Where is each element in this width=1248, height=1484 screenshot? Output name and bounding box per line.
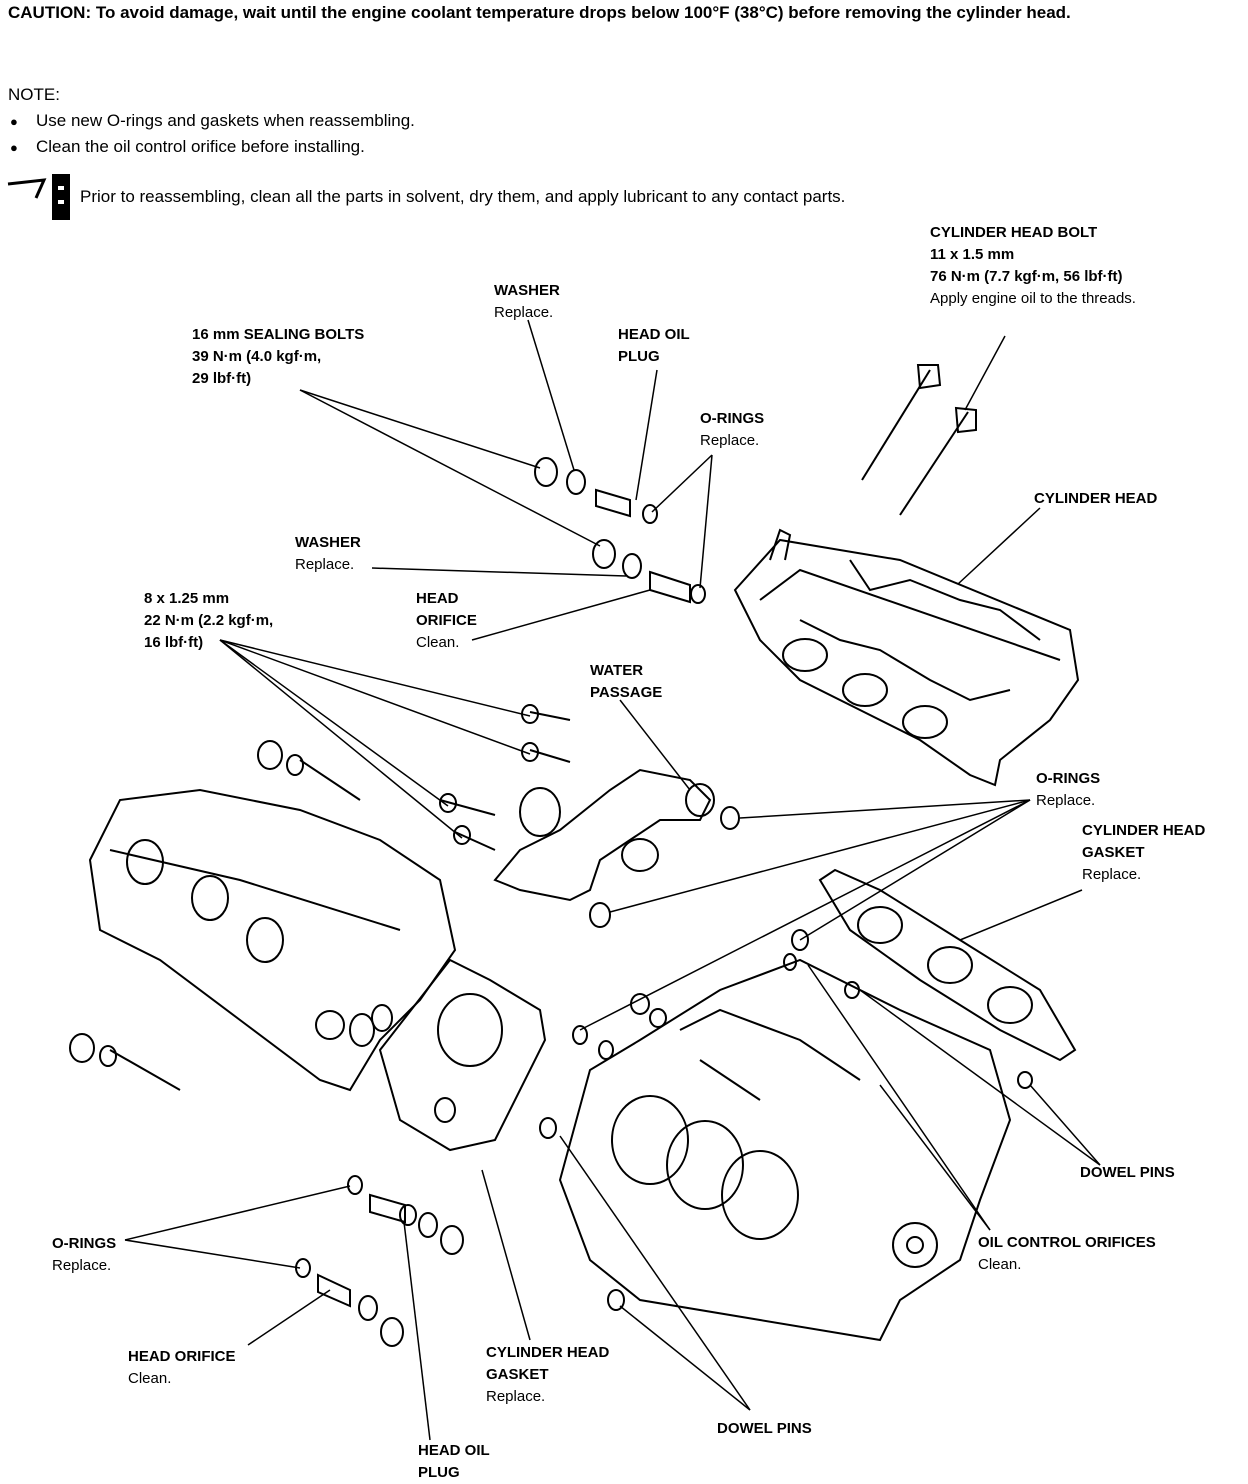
leader-lines (124, 319, 1101, 1441)
lubricant-icon (7, 174, 70, 220)
label-line: 8 x 1.25 mm (144, 590, 230, 607)
label-title: DOWEL PINS (1080, 1164, 1175, 1181)
label-washer-mid: WASHER Replace. (295, 532, 361, 576)
label-line: GASKET (1082, 844, 1145, 861)
label-sub: Replace. (1082, 866, 1142, 883)
label-title: 16 mm SEALING BOLTS (192, 326, 365, 343)
label-sub: Replace. (486, 1388, 546, 1405)
label-title: O-RINGS (700, 410, 765, 427)
label-orings-right: O-RINGS Replace. (1036, 768, 1100, 812)
label-bolt-8mm: 8 x 1.25 mm 22 N·m (2.2 kgf·m, 16 lbf·ft… (144, 588, 273, 654)
note-item: Use new O-rings and gaskets when reassem… (10, 110, 415, 133)
label-line: 22 N·m (2.2 kgf·m, (144, 612, 274, 629)
label-line: 16 lbf·ft) (144, 634, 204, 651)
label-title: WASHER (494, 282, 560, 299)
label-sub: Replace. (295, 556, 355, 573)
label-head-orifice-bottom: HEAD ORIFICE Clean. (128, 1346, 236, 1390)
label-line: 11 x 1.5 mm (930, 246, 1015, 263)
label-dowel-pins-bottom: DOWEL PINS (717, 1418, 812, 1440)
label-title: CYLINDER HEAD BOLT (930, 224, 1098, 241)
note-item: Clean the oil control orifice before ins… (10, 136, 365, 159)
label-sealing-bolts: 16 mm SEALING BOLTS 39 N·m (4.0 kgf·m, 2… (192, 324, 364, 390)
caution-label: CAUTION: (8, 3, 92, 22)
label-oil-control-orifices: OIL CONTROL ORIFICES Clean. (978, 1232, 1156, 1276)
label-line: WATER (590, 662, 644, 679)
label-line: CYLINDER HEAD (486, 1344, 610, 1361)
label-orings-top: O-RINGS Replace. (700, 408, 764, 452)
caution-text: To avoid damage, wait until the engine c… (95, 3, 1071, 22)
label-title: OIL CONTROL ORIFICES (978, 1234, 1156, 1251)
reassembly-instruction: Prior to reassembling, clean all the par… (80, 187, 846, 206)
label-head-oil-plug-top: HEAD OIL PLUG (618, 324, 690, 368)
note-title: NOTE: (8, 85, 60, 104)
label-title: HEAD ORIFICE (128, 1348, 236, 1365)
label-line: GASKET (486, 1366, 549, 1383)
caution-notice: CAUTION: To avoid damage, wait until the… (8, 2, 1238, 24)
left-cylinder-head (69, 740, 457, 1092)
label-cylinder-head: CYLINDER HEAD (1034, 488, 1157, 510)
label-sub: Replace. (700, 432, 760, 449)
right-cylinder-head (733, 528, 1080, 787)
label-line: Apply engine oil to the threads. (930, 290, 1136, 307)
label-line: 29 lbf·ft) (192, 370, 252, 387)
label-title: O-RINGS (1036, 770, 1101, 787)
label-sub: Clean. (416, 634, 460, 651)
label-line: 76 N·m (7.7 kgf·m, 56 lbf·ft) (930, 268, 1123, 285)
label-title: CYLINDER HEAD (1034, 490, 1158, 507)
label-line: PLUG (618, 348, 660, 365)
label-sub: Replace. (1036, 792, 1096, 809)
label-gasket-bottom: CYLINDER HEAD GASKET Replace. (486, 1342, 609, 1408)
label-sub: Replace. (52, 1257, 112, 1274)
label-orings-left: O-RINGS Replace. (52, 1233, 116, 1277)
label-line: PASSAGE (590, 684, 663, 701)
label-sub: Clean. (128, 1370, 172, 1387)
label-line: HEAD (416, 590, 459, 607)
label-line: PLUG (418, 1464, 460, 1481)
label-title: O-RINGS (52, 1235, 117, 1252)
label-title: WASHER (295, 534, 361, 551)
label-line: ORIFICE (416, 612, 477, 629)
label-line: HEAD OIL (418, 1442, 490, 1459)
label-sub: Clean. (978, 1256, 1022, 1273)
label-head-oil-plug-bottom: HEAD OIL PLUG (418, 1440, 490, 1484)
label-cylinder-head-bolt: CYLINDER HEAD BOLT 11 x 1.5 mm 76 N·m (7… (930, 222, 1136, 310)
left-cylinder-head-gasket (378, 958, 547, 1152)
label-title: DOWEL PINS (717, 1420, 812, 1437)
label-sub: Replace. (494, 304, 554, 321)
label-line: HEAD OIL (618, 326, 690, 343)
label-washer-top: WASHER Replace. (494, 280, 560, 324)
label-water-passage: WATER PASSAGE (590, 660, 662, 704)
label-dowel-pins-right: DOWEL PINS (1080, 1162, 1175, 1184)
lower-sealing-parts (295, 1175, 464, 1347)
upper-sealing-parts (534, 457, 706, 604)
label-line: 39 N·m (4.0 kgf·m, (192, 348, 322, 365)
label-gasket-right: CYLINDER HEAD GASKET Replace. (1082, 820, 1205, 886)
right-cylinder-head-gasket (818, 868, 1077, 1062)
cylinder-head-bolts (861, 364, 977, 516)
label-line: CYLINDER HEAD (1082, 822, 1206, 839)
water-passage-housing (439, 704, 740, 928)
label-head-orifice-top: HEAD ORIFICE Clean. (416, 588, 477, 654)
engine-block (539, 929, 1033, 1342)
